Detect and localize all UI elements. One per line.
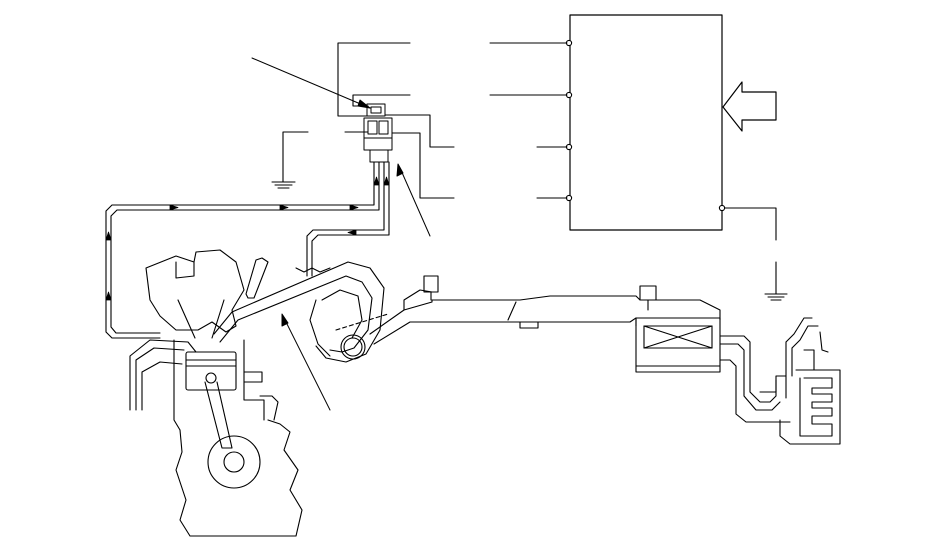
ground-icon: [764, 293, 788, 301]
engine-block: [129, 249, 303, 537]
air-cleaner: [635, 317, 721, 373]
vacuum-hose-upper: [105, 161, 380, 339]
evap-canister-lines: [719, 317, 819, 423]
fuel-tank: [779, 331, 841, 445]
flow-arrow-icon: [105, 176, 390, 301]
leader-lines: [251, 57, 431, 411]
input-arrow-icon: [722, 81, 777, 132]
control-unit-box: [565, 14, 726, 231]
vacuum-hose-lower: [306, 161, 390, 277]
intake-manifold: [213, 261, 389, 363]
control-unit-wiring: [489, 42, 777, 295]
ground-icon: [271, 181, 296, 189]
solenoid-valve: [363, 103, 393, 163]
